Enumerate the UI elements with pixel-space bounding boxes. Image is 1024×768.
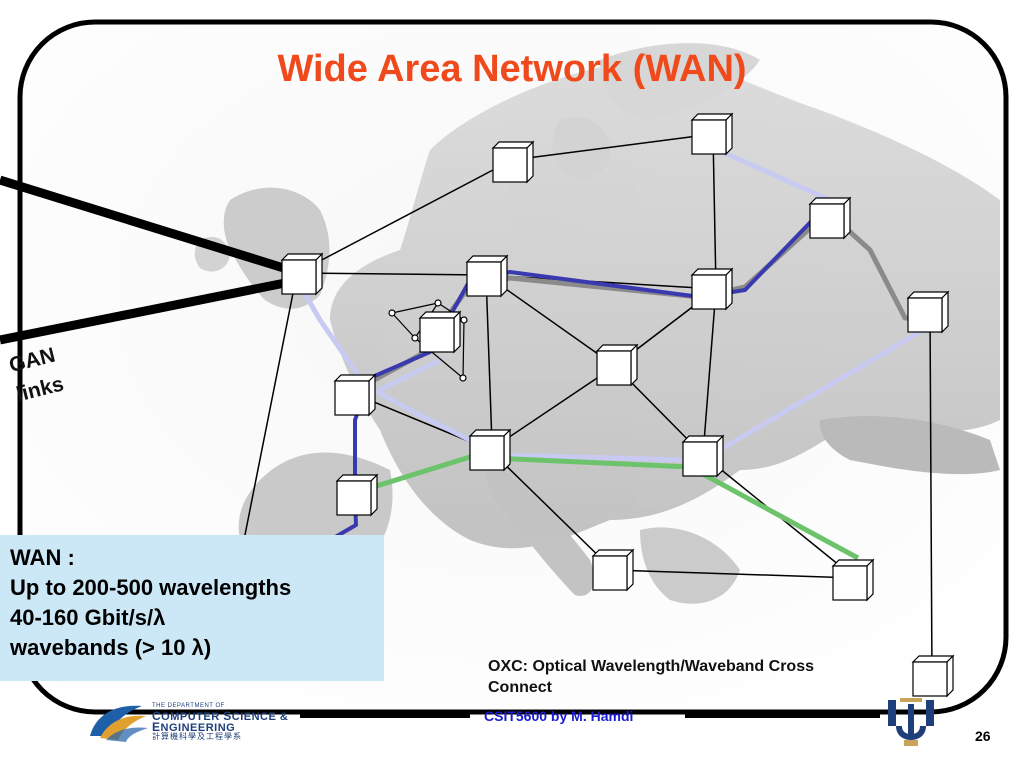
wan-info-box: WAN : Up to 200-500 wavelengths 40-160 G… bbox=[0, 535, 384, 681]
university-logo bbox=[888, 698, 934, 746]
department-logo bbox=[90, 705, 148, 742]
logo-text-line4: 計算機科學及工程學系 bbox=[152, 732, 242, 741]
oxc-node-cube bbox=[334, 374, 376, 416]
oxc-node-cube bbox=[592, 549, 634, 591]
oxc-node-cube bbox=[281, 253, 323, 295]
oxc-caption-line1: OXC: Optical Wavelength/Waveband Cross bbox=[488, 658, 814, 675]
oxc-node-cube bbox=[469, 429, 511, 471]
oxc-node-cube bbox=[682, 435, 724, 477]
oxc-caption-line2: Connect bbox=[488, 679, 552, 696]
wan-info-line2: Up to 200-500 wavelengths bbox=[10, 575, 292, 600]
oxc-node-cube bbox=[466, 255, 508, 297]
lightpath-green bbox=[369, 454, 860, 561]
gan-links bbox=[0, 175, 292, 345]
land-masses bbox=[194, 43, 1000, 604]
logo-text-line1: THE DEPARTMENT OF bbox=[152, 703, 225, 709]
oxc-node-cube bbox=[419, 311, 461, 353]
wan-info-line4: wavebands (> 10 λ) bbox=[10, 635, 212, 660]
oxc-node-cube bbox=[691, 113, 733, 155]
oxc-node-cube bbox=[832, 559, 874, 601]
oxc-caption: OXC: Optical Wavelength/Waveband Cross C… bbox=[488, 656, 918, 698]
oxc-node-cube bbox=[492, 141, 534, 183]
wan-info-line3: 40-160 Gbit/s/λ bbox=[10, 605, 166, 630]
oxc-node-cube bbox=[809, 197, 851, 239]
oxc-node-cube bbox=[912, 655, 954, 697]
oxc-node-cube bbox=[907, 291, 949, 333]
oxc-node-cube bbox=[596, 344, 638, 386]
page-number: 26 bbox=[975, 728, 991, 744]
slide-title: Wide Area Network (WAN) bbox=[277, 48, 747, 90]
wan-info-line1: WAN : bbox=[10, 545, 75, 570]
oxc-node-cube bbox=[691, 268, 733, 310]
logo-text-line2: COMPUTER SCIENCE & bbox=[152, 709, 289, 723]
footer-author: CSIT5600 by M. Hamdi bbox=[484, 708, 634, 724]
logo-text-line3: ENGINEERING bbox=[152, 720, 236, 734]
oxc-node-cube bbox=[336, 474, 378, 516]
